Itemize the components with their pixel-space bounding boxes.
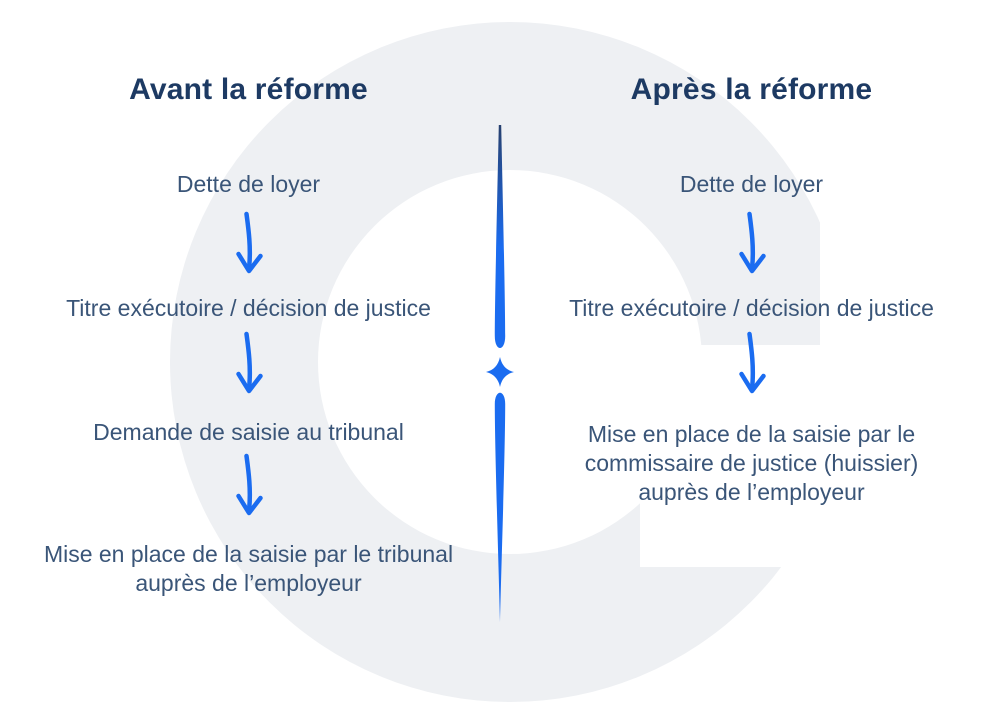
divider — [486, 125, 514, 622]
column-title: Avant la réforme — [129, 73, 368, 106]
column-title: Après la réforme — [630, 73, 873, 106]
column-after-reform: Après la réforme Dette de loyer Titre ex… — [503, 0, 1000, 707]
step-demande-saisie: Demande de saisie au tribunal — [93, 419, 404, 445]
step-dette-de-loyer: Dette de loyer — [679, 171, 824, 197]
down-arrow-icon — [503, 331, 1000, 397]
step-mise-en-place-tribunal: Mise en place de la saisie par le tribun… — [43, 541, 454, 596]
column-before-reform: Avant la réforme Dette de loyer Titre ex… — [0, 0, 497, 707]
step-mise-en-place-commissaire: Mise en place de la saisie par le commis… — [584, 421, 919, 505]
step-titre-executoire: Titre exécutoire / décision de justice — [66, 295, 431, 321]
divider-bottom-line — [494, 392, 506, 622]
step-titre-executoire: Titre exécutoire / décision de justice — [569, 295, 934, 321]
down-arrow-icon — [0, 331, 497, 397]
step-dette-de-loyer: Dette de loyer — [176, 171, 321, 197]
divider-top-line — [494, 125, 506, 348]
down-arrow-icon — [0, 453, 497, 519]
down-arrow-icon — [503, 211, 1000, 277]
sparkle-icon — [486, 357, 514, 387]
down-arrow-icon — [0, 211, 497, 277]
